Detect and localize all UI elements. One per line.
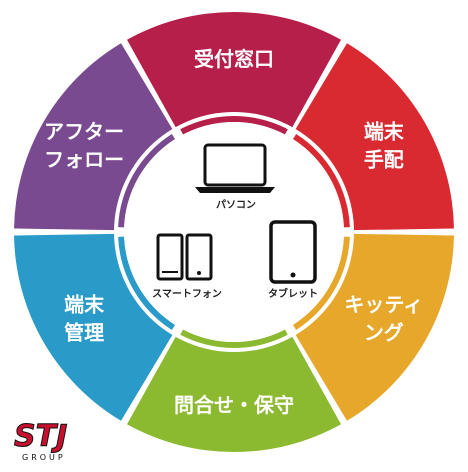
tablet-icon xyxy=(269,220,317,284)
segment-kitting xyxy=(294,233,454,421)
accent-arc-kitting xyxy=(292,236,350,330)
segment-inquiry xyxy=(127,335,341,452)
accent-ring xyxy=(118,115,350,349)
segment-procurement xyxy=(294,43,454,231)
accent-arc-reception xyxy=(180,115,288,135)
segment-label-inquiry: 問合せ・保守 xyxy=(174,393,294,417)
smartphone-label: スマートフォン xyxy=(152,288,222,300)
tablet-label: タブレット xyxy=(268,287,318,300)
center-disk xyxy=(124,122,344,342)
segment-management xyxy=(14,233,174,421)
accent-arc-aftercare xyxy=(118,134,176,228)
segment-label-reception: 受付窓口 xyxy=(194,47,274,71)
accent-arc-inquiry xyxy=(180,329,288,349)
accent-arc-procurement xyxy=(292,134,350,228)
pc-label: パソコン xyxy=(216,199,256,211)
logo-subtext: GROUP xyxy=(22,453,66,462)
segment-label-kitting: キッティ xyxy=(344,293,423,317)
smartphone-icon xyxy=(156,233,213,281)
segment-label-management: 端末 xyxy=(64,293,105,317)
logo-text: STJ xyxy=(14,419,67,454)
segments xyxy=(14,11,454,452)
laptop-icon xyxy=(195,143,275,193)
stj-logo: STJ GROUP xyxy=(14,419,68,463)
segment-aftercare xyxy=(14,43,174,231)
segment-label-management: 管理 xyxy=(64,321,104,345)
segment-label-kitting: ング xyxy=(364,321,404,345)
segment-label-aftercare: フォロー xyxy=(44,148,124,172)
segment-label-procurement: 手配 xyxy=(364,148,404,172)
segment-label-aftercare: アフター xyxy=(44,120,124,144)
segment-reception xyxy=(127,11,341,129)
accent-arc-management xyxy=(118,236,176,330)
segment-label-procurement: 端末 xyxy=(364,120,405,144)
